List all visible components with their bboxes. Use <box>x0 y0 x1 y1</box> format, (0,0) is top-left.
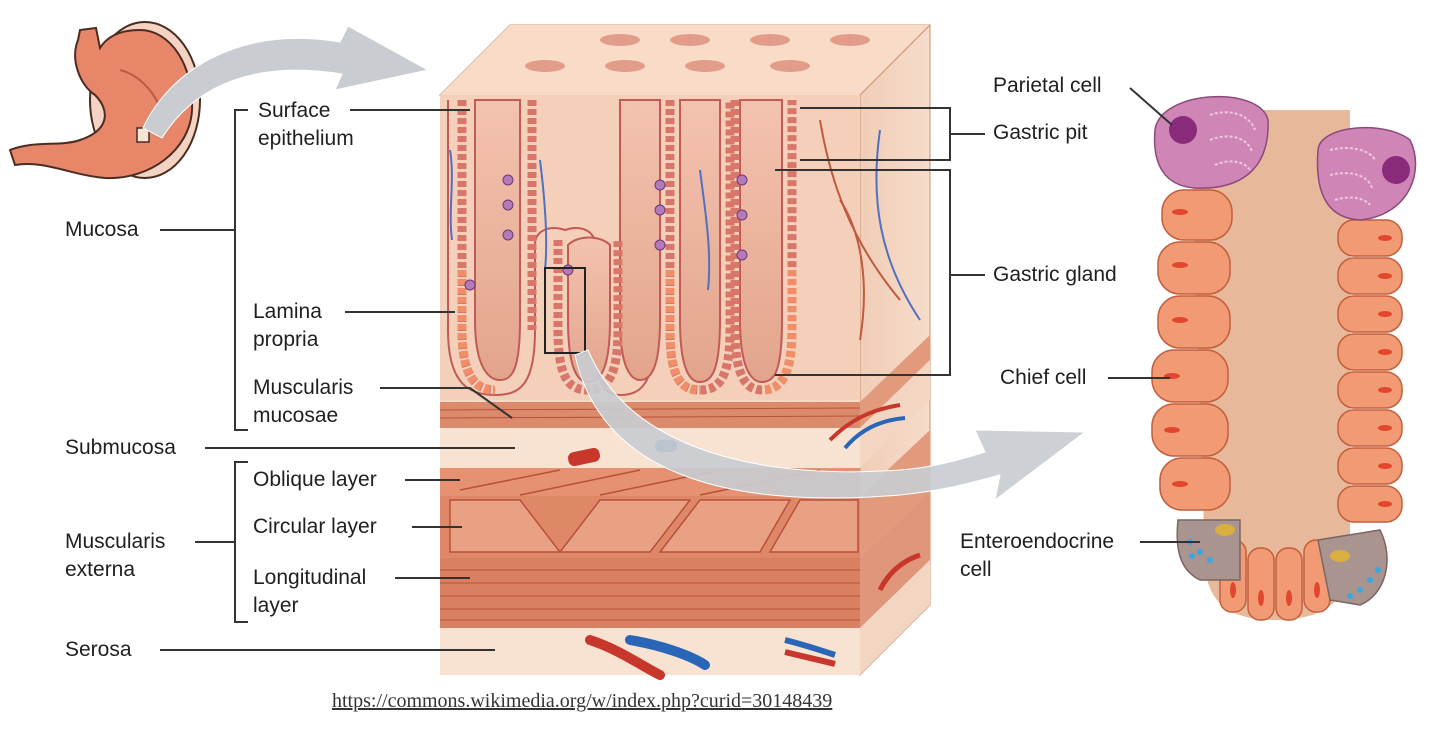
label-gastric-gland: Gastric gland <box>993 263 1117 286</box>
label-gastric-pit: Gastric pit <box>993 121 1088 144</box>
label-circular-layer: Circular layer <box>253 515 377 538</box>
label-oblique-layer: Oblique layer <box>253 468 377 491</box>
label-chief-cell: Chief cell <box>1000 366 1087 389</box>
zoom-box <box>544 267 586 354</box>
enteroendocrine-cell-shape <box>1176 519 1388 606</box>
gastric-gland-detail <box>1151 95 1417 621</box>
label-lamina-propria: Lamina propria <box>253 300 322 351</box>
source-link[interactable]: https://commons.wikimedia.org/w/index.ph… <box>332 690 833 712</box>
leader-lines <box>160 87 1200 651</box>
label-enteroendocrine-cell: Enteroendocrine cell <box>960 530 1115 581</box>
label-muscularis-mucosae: Muscularis mucosae <box>253 376 354 427</box>
parietal-cell-shapes <box>1153 95 1417 221</box>
stomach-icon <box>8 21 201 180</box>
label-muscularis-externa: Muscularis externa <box>65 530 166 581</box>
label-longitudinal-layer: Longitudinal layer <box>253 566 367 617</box>
label-parietal-cell: Parietal cell <box>993 74 1102 97</box>
label-mucosa: Mucosa <box>65 218 139 241</box>
label-serosa: Serosa <box>65 638 132 661</box>
label-surface-epithelium: Surface epithelium <box>258 99 354 150</box>
zoom-arrow-top <box>142 25 430 139</box>
label-submucosa: Submucosa <box>65 436 176 459</box>
zoom-arrow-bottom <box>574 349 1087 502</box>
tissue-block <box>438 23 931 680</box>
